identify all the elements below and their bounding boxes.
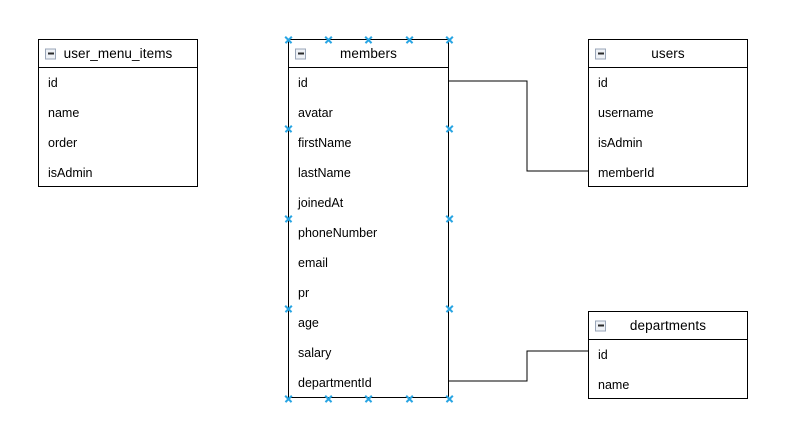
attribute-row[interactable]: id (598, 348, 608, 362)
minus-square-icon[interactable] (595, 320, 606, 331)
entity-departments[interactable]: departments id name (588, 311, 748, 399)
attribute-row[interactable]: age (298, 316, 319, 330)
attribute-row[interactable]: id (598, 76, 608, 90)
minus-square-icon[interactable] (595, 48, 606, 59)
attribute-row[interactable]: id (48, 76, 58, 90)
attribute-row[interactable]: salary (298, 346, 332, 360)
relationship-line (449, 350, 588, 382)
entity-title: departments (629, 317, 707, 333)
entity-user-menu-items[interactable]: user_menu_items id name order isAdmin (38, 39, 198, 187)
entity-attribute-list: id avatar firstName lastName joinedAt ph… (289, 68, 448, 398)
minus-square-icon[interactable] (295, 48, 306, 59)
minus-square-icon[interactable] (45, 48, 56, 59)
entity-title: user_menu_items (63, 45, 173, 61)
attribute-row[interactable]: order (48, 136, 78, 150)
attribute-row[interactable]: isAdmin (48, 166, 93, 180)
attribute-row[interactable]: pr (298, 286, 310, 300)
attribute-row[interactable]: avatar (298, 106, 333, 120)
attribute-row[interactable]: name (48, 106, 80, 120)
entity-title: users (651, 45, 685, 61)
attribute-row[interactable]: phoneNumber (298, 226, 378, 240)
attribute-row[interactable]: name (598, 378, 630, 392)
attribute-row[interactable]: departmentId (298, 376, 372, 390)
entity-attribute-list: id name (589, 340, 747, 400)
attribute-row[interactable]: joinedAt (298, 196, 344, 210)
entity-attribute-list: id name order isAdmin (39, 68, 197, 188)
entity-attribute-list: id username isAdmin memberId (589, 68, 747, 188)
attribute-row[interactable]: firstName (298, 136, 352, 150)
entity-members[interactable]: members id avatar firstName lastName joi… (288, 39, 449, 398)
entity-title: members (340, 45, 397, 61)
attribute-row[interactable]: memberId (598, 166, 655, 180)
attribute-row[interactable]: id (298, 76, 308, 90)
entity-header[interactable]: departments (589, 312, 747, 340)
attribute-row[interactable]: lastName (298, 166, 351, 180)
entity-users[interactable]: users id username isAdmin memberId (588, 39, 748, 187)
attribute-row[interactable]: username (598, 106, 654, 120)
entity-header[interactable]: users (589, 40, 747, 68)
entity-header[interactable]: user_menu_items (39, 40, 197, 68)
attribute-row[interactable]: email (298, 256, 328, 270)
attribute-row[interactable]: isAdmin (598, 136, 643, 150)
entity-header[interactable]: members (289, 40, 448, 68)
relationship-line (449, 80, 588, 172)
